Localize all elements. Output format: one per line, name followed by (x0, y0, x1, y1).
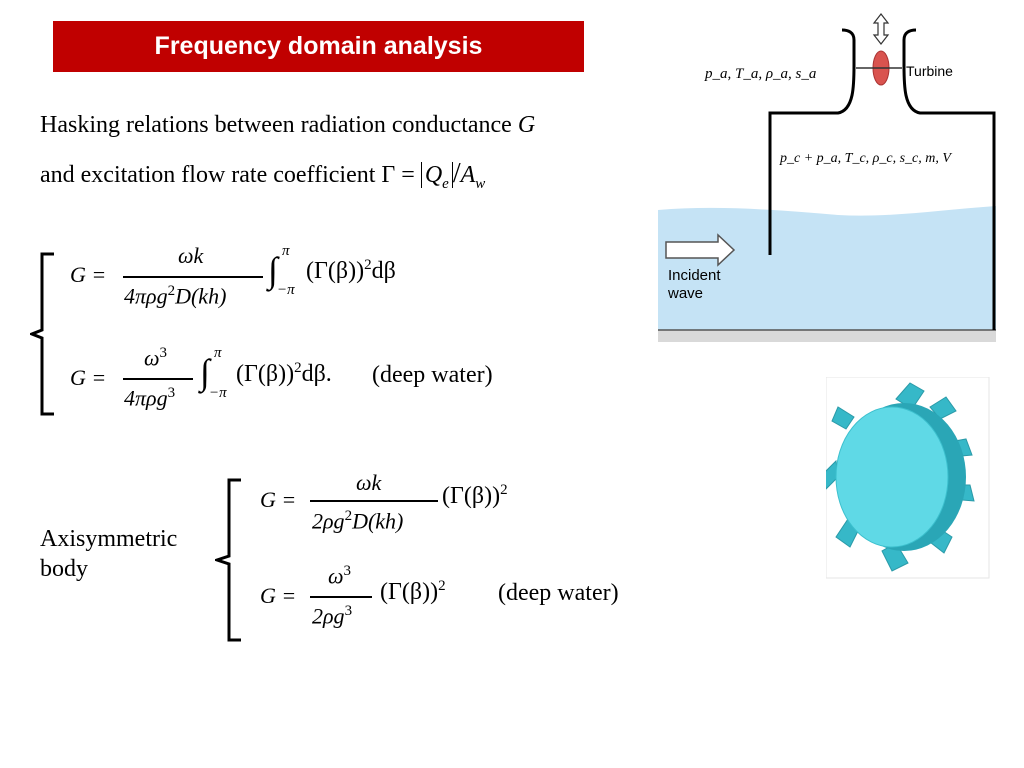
eq3-den-tail: D(kh) (352, 508, 404, 534)
intro-text-2: and excitation flow rate coefficient (40, 162, 376, 188)
gamma-den-sub: w (475, 175, 486, 192)
eq4-denominator: 2ρg3 (312, 603, 352, 629)
equation-3: G = ωk 2ρg2D(kh) (Γ(β))2 (260, 470, 540, 545)
slide-title-banner: Frequency domain analysis (53, 21, 584, 72)
eq1-numerator: ωk (178, 243, 204, 268)
eq2-denominator: 4πρg3 (124, 385, 175, 411)
eq2-den-sup: 3 (167, 385, 176, 401)
gamma-lhs: Γ = (381, 162, 415, 188)
eq3-body: (Γ(β))2 (442, 482, 508, 510)
incident-label-line1: Incident (668, 267, 721, 284)
eq4-body-sup: 2 (438, 578, 446, 594)
eq3-body-text: (Γ(β)) (442, 483, 501, 509)
owc-diagram: p_a, T_a, ρ_a, s_a p_c + p_a, T_c, ρ_c, … (658, 13, 996, 342)
eq1-den-sup: 2 (167, 283, 176, 299)
eq2-note: (deep water) (372, 362, 493, 388)
ambient-label: p_a, T_a, ρ_a, s_a (704, 66, 816, 82)
axisymmetric-body-illustration (826, 377, 990, 579)
incident-label-line2: wave (667, 285, 703, 302)
axisymmetric-label-line1: Axisymmetric (40, 526, 178, 552)
eq4-body: (Γ(β))2 (380, 578, 446, 606)
intro-line-2: and excitation flow rate coefficient Γ =… (40, 158, 485, 193)
eq1-int-lower: −π (277, 282, 295, 298)
eq4-numerator: ω3 (328, 563, 351, 589)
eq2-num-sup: 3 (159, 345, 168, 361)
eq1-body-sup: 2 (364, 257, 372, 273)
eq1-tail: dβ (371, 258, 396, 284)
eq3-denominator: 2ρg2D(kh) (312, 508, 403, 534)
equation-4: G = ω3 2ρg3 (Γ(β))2 (deep water) (260, 563, 660, 640)
eq3-den-sup: 2 (344, 508, 353, 524)
eq2-fraction-bar (123, 378, 193, 380)
eq2-integral-sign: ∫ (200, 352, 210, 392)
eq2-num: ω (144, 345, 160, 371)
chamber-left-wall (768, 28, 856, 255)
eq4-den-sup: 3 (344, 603, 353, 619)
axisymmetric-label-line2: body (40, 556, 88, 582)
axisymmetric-label: Axisymmetric body (40, 524, 177, 584)
eq3-body-sup: 2 (500, 482, 508, 498)
eq3-lhs: G = (260, 487, 297, 512)
eq2-lhs: G = (70, 365, 107, 390)
incident-wave-arrow-icon (665, 233, 736, 267)
airflow-arrow-icon (872, 13, 890, 45)
gamma-num: Q (424, 162, 443, 188)
eq1-denominator: 4πρg2D(kh) (124, 283, 226, 309)
eq2-numerator: ω3 (144, 345, 167, 371)
eq4-lhs: G = (260, 583, 297, 608)
eq3-numerator: ωk (356, 470, 382, 495)
eq2-body-sup: 2 (294, 360, 302, 376)
eq1-fraction-bar (123, 276, 263, 278)
left-brace-1 (30, 252, 54, 416)
eq1-body-text: (Γ(β)) (306, 258, 365, 284)
eq4-body-text: (Γ(β)) (380, 579, 439, 605)
gamma-abs: Qe (420, 162, 453, 192)
eq2-body-text: (Γ(β)) (236, 361, 295, 387)
gamma-definition: Γ = Qe/Aw (381, 158, 486, 192)
eq4-note: (deep water) (498, 580, 619, 606)
eq2-int-upper: π (214, 345, 222, 361)
eq1-body: (Γ(β))2dβ (306, 257, 396, 285)
intro-line-1: Hasking relations between radiation cond… (40, 112, 535, 139)
water-region (658, 206, 996, 330)
eq1-lhs: G = (70, 262, 107, 287)
eq4-den: 2ρg (312, 603, 345, 629)
eq3-fraction-bar (310, 500, 438, 502)
eq1-den-tail: D(kh) (175, 283, 227, 309)
equation-1: G = ωk 4πρg2D(kh) ∫ π −π (Γ(β))2dβ (70, 243, 450, 315)
intro-text-1: Hasking relations between radiation cond… (40, 112, 512, 138)
intro-symbol-g: G (517, 112, 536, 138)
turbine-label: Turbine (906, 63, 953, 79)
gamma-den: A (460, 162, 476, 188)
eq4-fraction-bar (310, 596, 372, 598)
eq1-integral-sign: ∫ (268, 250, 278, 290)
eq2-tail: dβ. (301, 361, 332, 387)
eq2-int-lower: −π (209, 385, 227, 401)
eq4-num: ω (328, 563, 344, 589)
seabed (658, 330, 996, 342)
equation-2: G = ω3 4πρg3 ∫ π −π (Γ(β))2dβ. (deep wat… (70, 345, 540, 420)
eq4-num-sup: 3 (343, 563, 352, 579)
eq3-den: 2ρg (312, 508, 345, 534)
gamma-num-sub: e (442, 175, 449, 192)
slide-title: Frequency domain analysis (154, 32, 483, 60)
eq2-den: 4πρg (124, 385, 168, 411)
eq2-body: (Γ(β))2dβ. (236, 360, 332, 388)
eq1-int-upper: π (282, 243, 290, 259)
left-brace-2 (215, 478, 241, 642)
chamber-right-wall (902, 28, 996, 330)
chamber-label: p_c + p_a, T_c, ρ_c, s_c, m, V (779, 151, 952, 166)
eq1-den: 4πρg (124, 283, 168, 309)
